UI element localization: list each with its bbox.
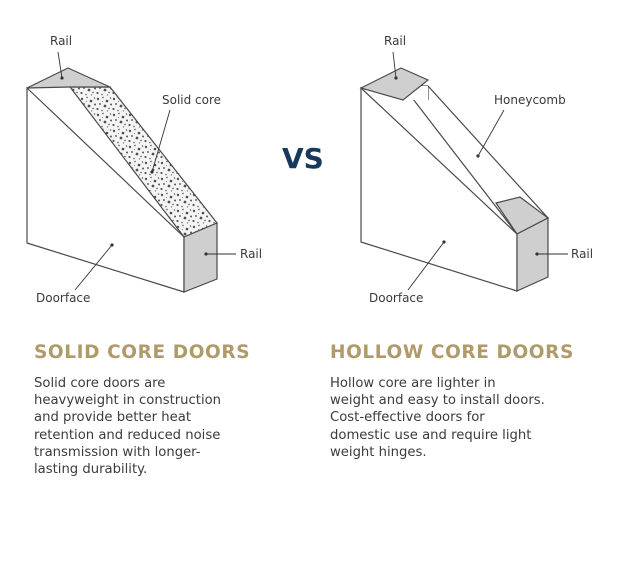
hollow-core-door-illustration [359, 67, 550, 292]
solid-desc-line: lasting durability. [34, 462, 148, 478]
hollow-leader-lines [392, 51, 568, 291]
label-rail-side-solid: Rail [240, 247, 262, 261]
label-rail-top-solid: Rail [50, 34, 72, 48]
label-solid-core: Solid core [162, 93, 221, 107]
hollow-side-rail [516, 217, 549, 292]
label-doorface-solid: Doorface [36, 291, 90, 305]
label-rail-top-hollow: Rail [384, 34, 406, 48]
solid-leader-lines [57, 51, 236, 291]
hollow-desc-line: weight and easy to install doors. [330, 393, 545, 409]
hollow-core-section: HOLLOW CORE DOORS Hollow core are lighte… [330, 342, 610, 461]
hollow-desc-line: Hollow core are lighter in [330, 376, 496, 391]
hollow-desc-line: domestic use and require light [330, 427, 532, 443]
solid-core-description: Solid core doors are heavyweight in cons… [34, 375, 280, 478]
hollow-leader-dots [394, 76, 539, 256]
solid-side-rail [183, 222, 218, 293]
solid-leader-dots [60, 76, 208, 256]
solid-core-section: SOLID CORE DOORS Solid core doors are he… [34, 342, 280, 478]
hollow-core-heading: HOLLOW CORE DOORS [330, 342, 574, 363]
solid-top-rail [26, 67, 111, 89]
solid-desc-line: Solid core doors are [34, 376, 166, 391]
solid-desc-line: retention and reduced noise [34, 427, 221, 443]
solid-core-door-illustration [26, 67, 218, 293]
hollow-desc-line: weight hinges. [330, 444, 427, 460]
solid-desc-line: and provide better heat [34, 410, 191, 426]
vs-label: VS [282, 142, 324, 175]
label-rail-side-hollow: Rail [571, 247, 593, 261]
label-honeycomb: Honeycomb [494, 93, 566, 107]
hollow-core-description: Hollow core are lighter in weight and ea… [330, 375, 610, 461]
solid-desc-line: transmission with longer- [34, 444, 201, 460]
label-doorface-hollow: Doorface [369, 291, 423, 305]
hollow-desc-line: Cost-effective doors for [330, 410, 485, 426]
door-comparison-diagram: Rail Solid core Rail Doorface VS Rail Ho… [26, 34, 593, 305]
solid-core-heading: SOLID CORE DOORS [34, 342, 251, 363]
hollow-top-rail [359, 67, 430, 101]
solid-desc-line: heavyweight in construction [34, 393, 222, 409]
